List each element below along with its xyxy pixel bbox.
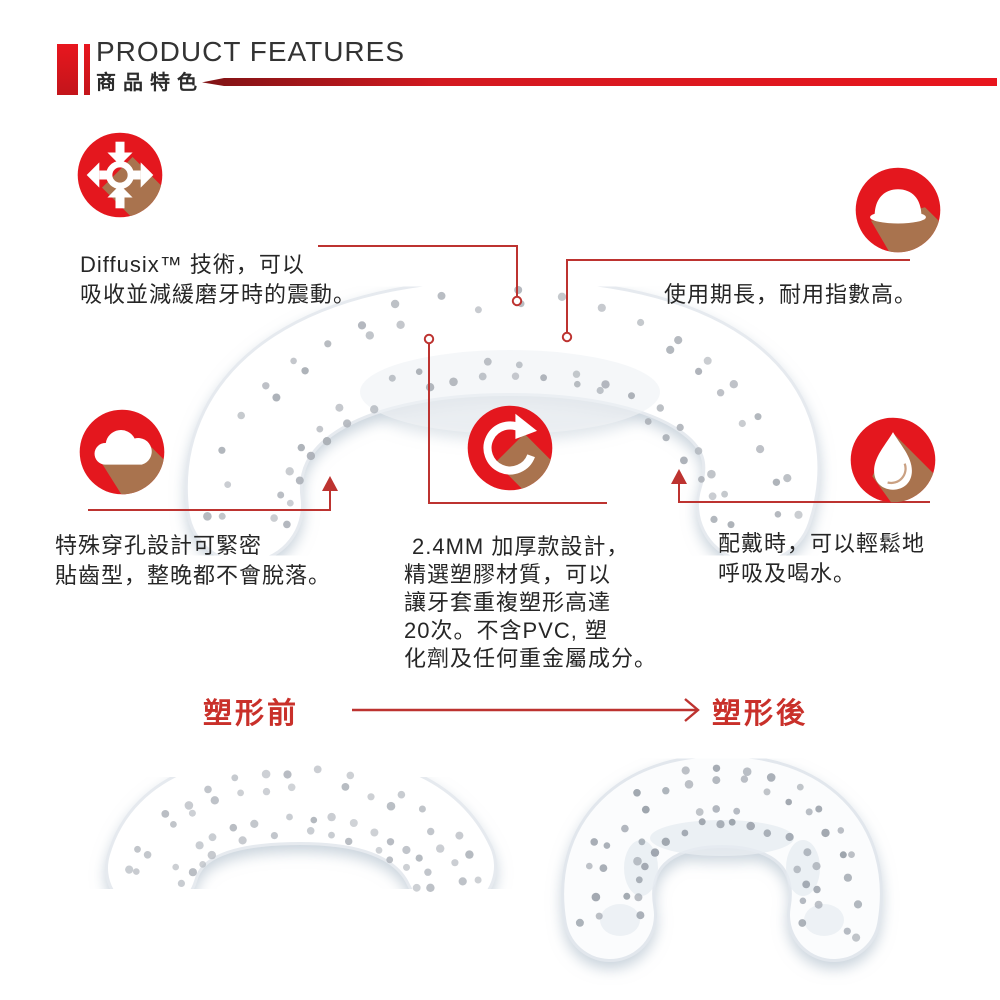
feature-thickness: 2.4MM 加厚款設計， 精選塑膠材質，可以 讓牙套重複塑形高達 20次。不含P… [404, 533, 657, 673]
feature-diffusix: Diffusix™ 技術，可以 吸收並減緩磨牙時的震動。 [80, 250, 356, 310]
cloud-icon [77, 407, 167, 497]
molding-after-label: 塑形後 [712, 698, 809, 730]
refresh-icon [465, 403, 555, 493]
feature-perforation: 特殊穿孔設計可緊密 貼齒型，整晚都不會脫落。 [55, 531, 331, 591]
mouthguard-before [105, 750, 497, 915]
feature-text-line: 吸收並減緩磨牙時的震動。 [80, 282, 357, 307]
feature-text-line: 使用期長，耐用指數高。 [664, 282, 918, 307]
water-drop-icon [848, 415, 938, 505]
helmet-icon [853, 165, 943, 255]
feature-text-line: 讓牙套重複塑形高達 [404, 590, 612, 615]
molding-before-label: 塑形前 [203, 698, 300, 730]
perforation-dots-after [575, 764, 863, 942]
feature-text-line: 特殊穿孔設計可緊密 [55, 533, 263, 558]
feature-text-line: 貼齒型，整晚都不會脫落。 [55, 563, 332, 588]
feature-text-line: 2.4MM 加厚款設計， [412, 534, 630, 559]
feature-durable: 使用期長，耐用指數高。 [664, 280, 917, 310]
mouthguard-after [561, 753, 883, 962]
feature-text-line: Diffusix™ 技術，可以 [80, 252, 305, 277]
expand-arrows-icon [75, 130, 165, 220]
header-accent-bar-thin [84, 44, 90, 95]
feature-breathe: 配戴時，可以輕鬆地 呼吸及喝水。 [718, 529, 925, 589]
page-subtitle: 商品特色 [96, 72, 204, 94]
feature-text-line: 化劑及任何重金屬成分。 [404, 646, 658, 671]
header-underline [202, 78, 997, 86]
page-title: PRODUCT FEATURES [96, 36, 405, 67]
feature-text-line: 20次。不含PVC, 塑 [404, 618, 608, 643]
feature-text-line: 配戴時，可以輕鬆地 [718, 531, 926, 556]
perforation-dots-before [125, 765, 482, 892]
header-accent-bar-thick [57, 44, 78, 95]
feature-text-line: 精選塑膠材質，可以 [404, 562, 612, 587]
feature-text-line: 呼吸及喝水。 [718, 561, 857, 586]
